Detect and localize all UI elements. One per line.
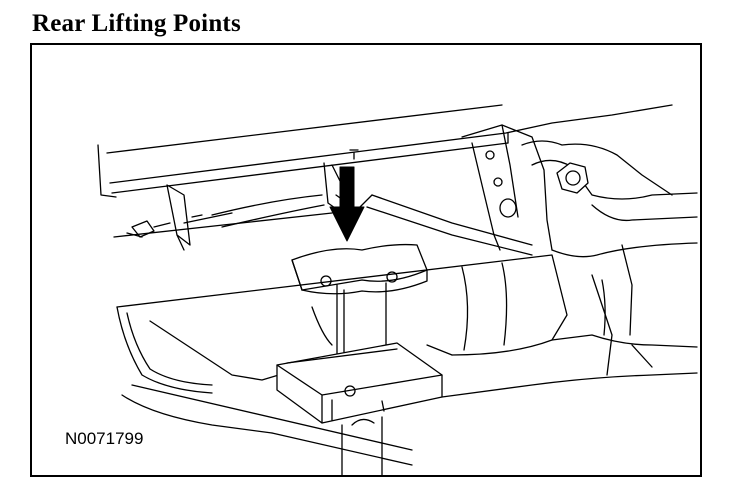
bolt-and-subframe: [521, 140, 698, 336]
page-title: Rear Lifting Points: [32, 10, 241, 37]
down-arrow-icon: [329, 149, 365, 242]
frame-bracket: [461, 124, 553, 251]
underbody-panel: [116, 254, 698, 466]
lifting-point-illustration: [97, 104, 698, 475]
figure-id-label: N0071799: [65, 429, 144, 448]
figure-frame: N0071799: [30, 43, 702, 477]
brake-line-linkage: [126, 162, 533, 256]
lower-structure: [441, 274, 698, 398]
jack-base: [276, 342, 443, 475]
lift-pad: [291, 243, 428, 295]
